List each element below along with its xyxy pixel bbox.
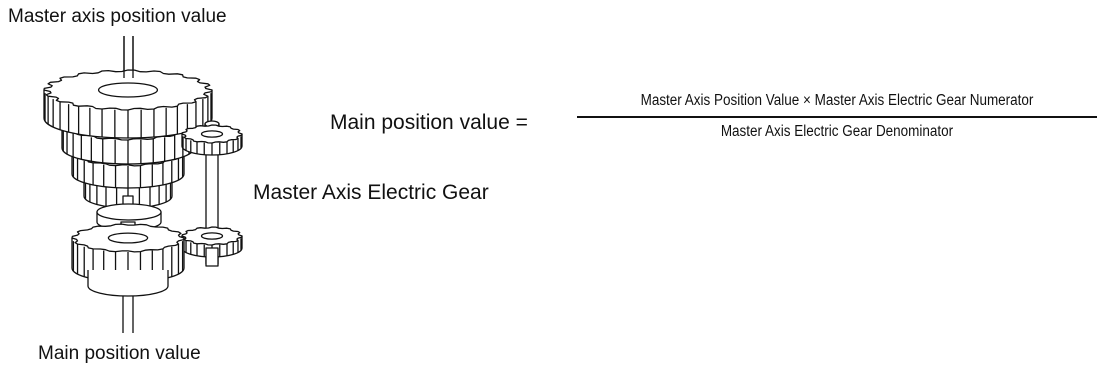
side-gear-top-hub — [200, 130, 224, 138]
fraction-bar — [577, 116, 1097, 118]
gear-train-icon — [43, 36, 243, 333]
electric-gear-label: Master Axis Electric Gear — [253, 181, 489, 204]
master-gear-1-hub — [97, 82, 159, 98]
floating-disk-top — [96, 203, 162, 221]
formula-denominator: Master Axis Electric Gear Denominator — [720, 123, 954, 140]
main-gear-base — [87, 270, 169, 297]
side-gear-bottom-hub — [200, 232, 224, 240]
main-position-label: Main position value — [38, 343, 201, 364]
formula-fraction: Master Axis Position Value × Master Axis… — [577, 90, 1097, 143]
main-gear-hub — [107, 232, 149, 244]
side-shaft-bottom — [205, 247, 219, 267]
formula-lhs: Main position value = — [330, 111, 528, 134]
master-axis-position-label: Master axis position value — [8, 6, 227, 27]
formula-numerator: Master Axis Position Value × Master Axis… — [640, 92, 1034, 109]
